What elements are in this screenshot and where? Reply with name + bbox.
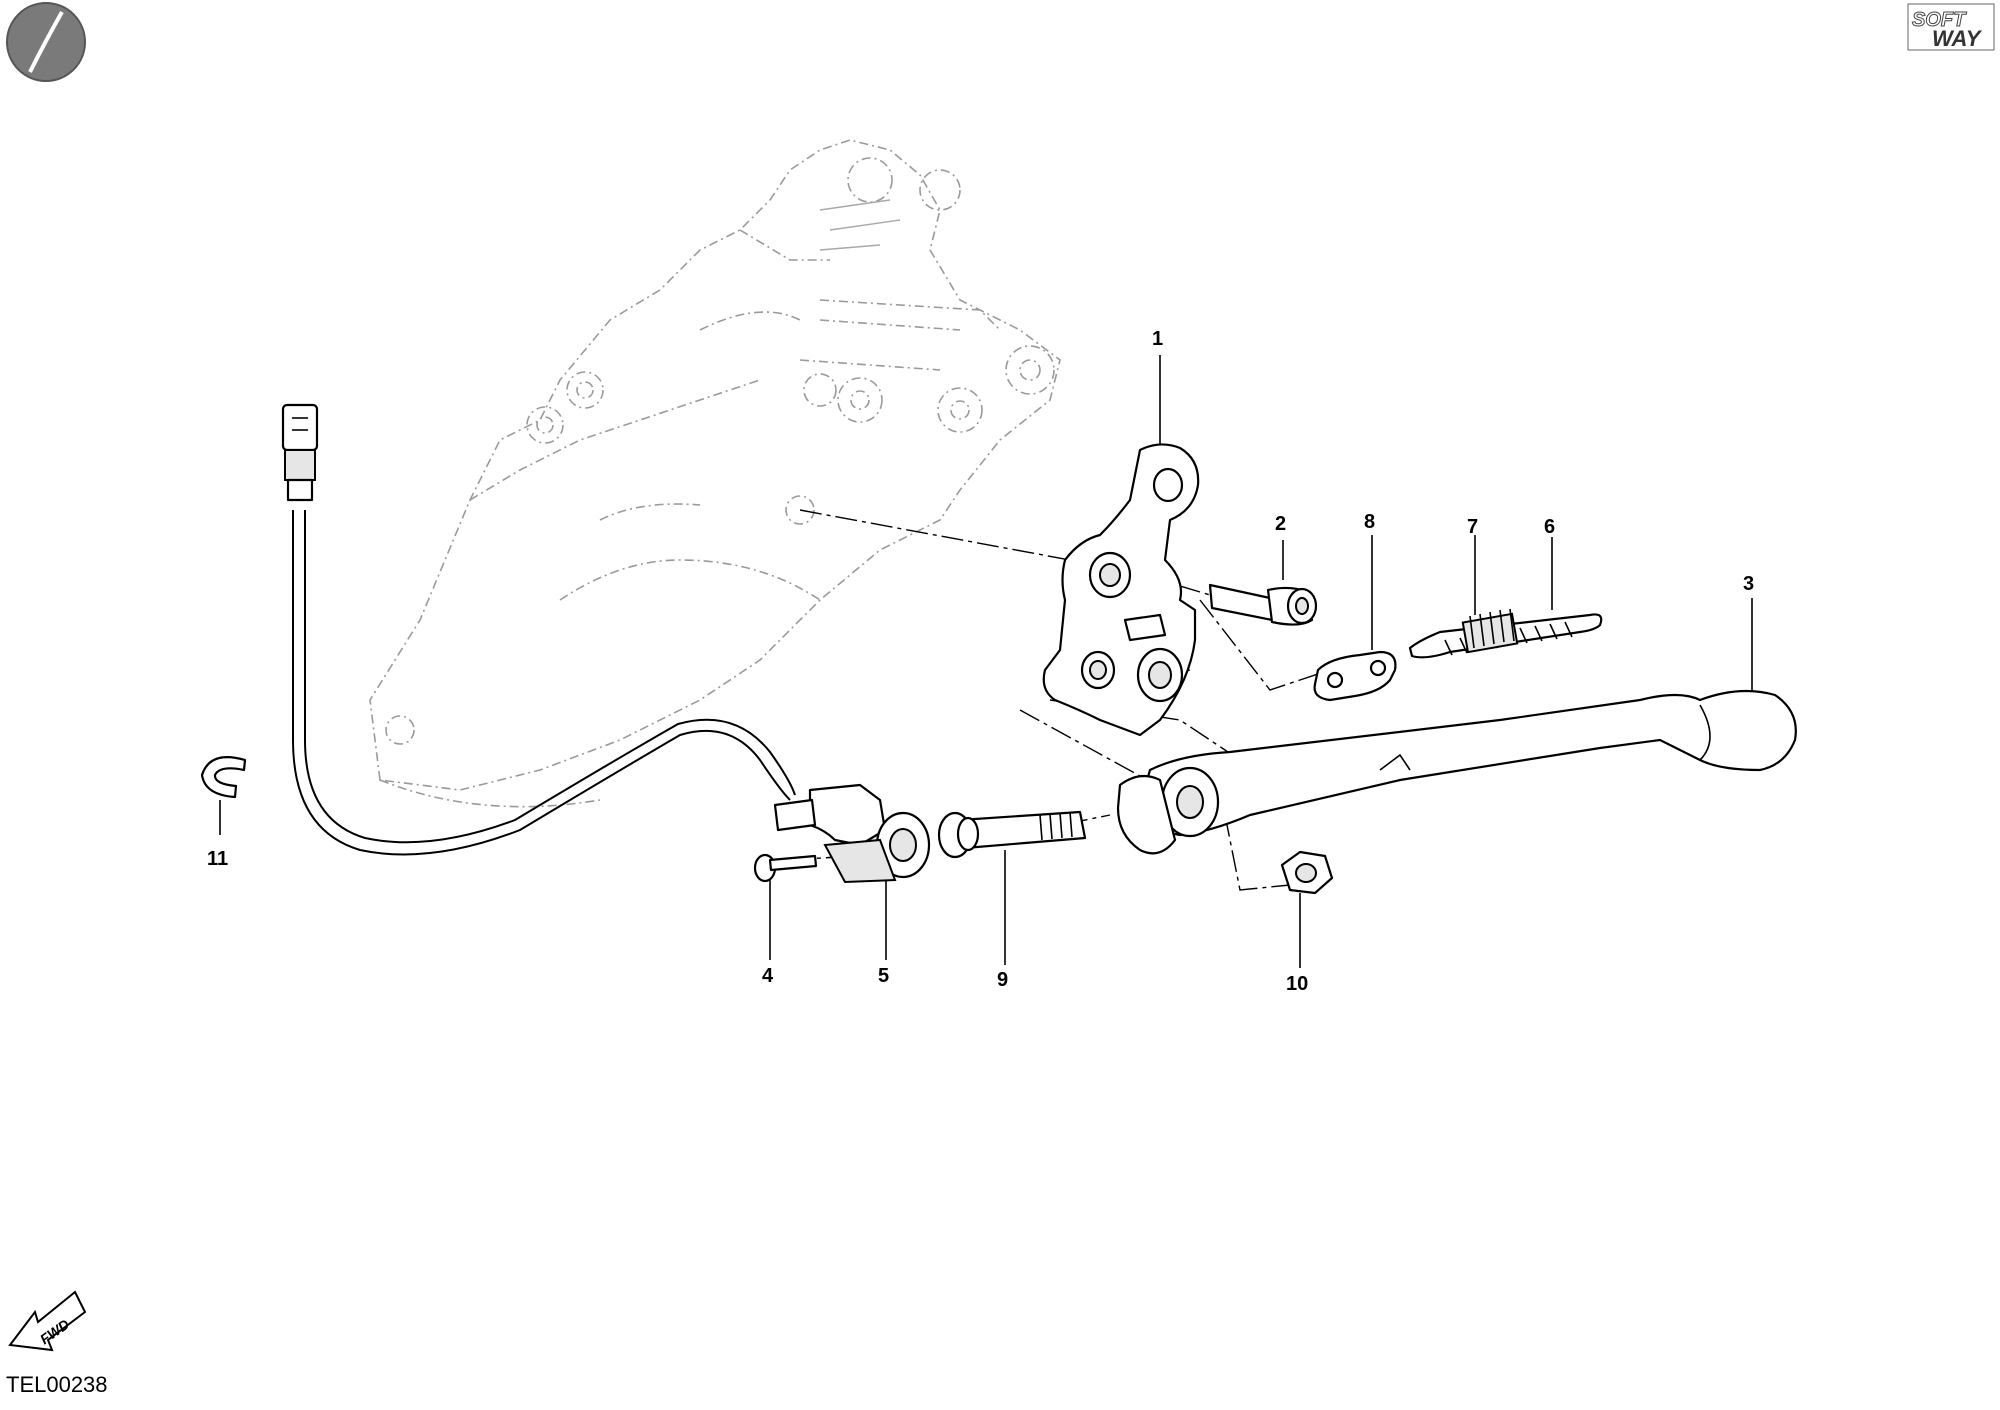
engine-frame-ghost [369, 139, 1061, 808]
callout-3: 3 [1743, 573, 1754, 595]
callout-11: 11 [207, 848, 228, 870]
part-pivot-pin [937, 810, 1087, 859]
callout-8: 8 [1364, 511, 1375, 533]
part-bracket [1042, 443, 1200, 737]
callout-4: 4 [762, 965, 774, 987]
part-clip [200, 756, 247, 799]
part-nut [1280, 850, 1334, 895]
part-screw [753, 853, 818, 883]
callout-6: 6 [1544, 516, 1555, 538]
brand-line1: SOFT [1912, 9, 1967, 31]
callout-10: 10 [1286, 973, 1308, 995]
part-springs [1408, 608, 1603, 659]
callout-1: 1 [1152, 328, 1163, 350]
part-switch [773, 783, 931, 884]
callout-2: 2 [1275, 513, 1286, 535]
callout-9: 9 [997, 969, 1008, 991]
part-cable-connector [281, 403, 796, 856]
brand-line2: WAY [1932, 26, 1983, 51]
emblem-logo [6, 2, 86, 82]
drawing-code: TEL00238 [6, 1372, 108, 1397]
callout-leaders [219, 355, 1753, 968]
part-side-stand [1116, 689, 1797, 855]
part-plate [1313, 650, 1397, 702]
softway-logo: SOFT WAY [1907, 3, 1995, 51]
callout-5: 5 [878, 965, 889, 987]
fwd-arrow-icon: FWD [8, 1290, 87, 1352]
callout-7: 7 [1467, 516, 1478, 538]
part-bolt [1208, 583, 1318, 626]
callout-numbers: 1 2 3 4 5 6 7 8 9 10 11 [207, 328, 1754, 995]
